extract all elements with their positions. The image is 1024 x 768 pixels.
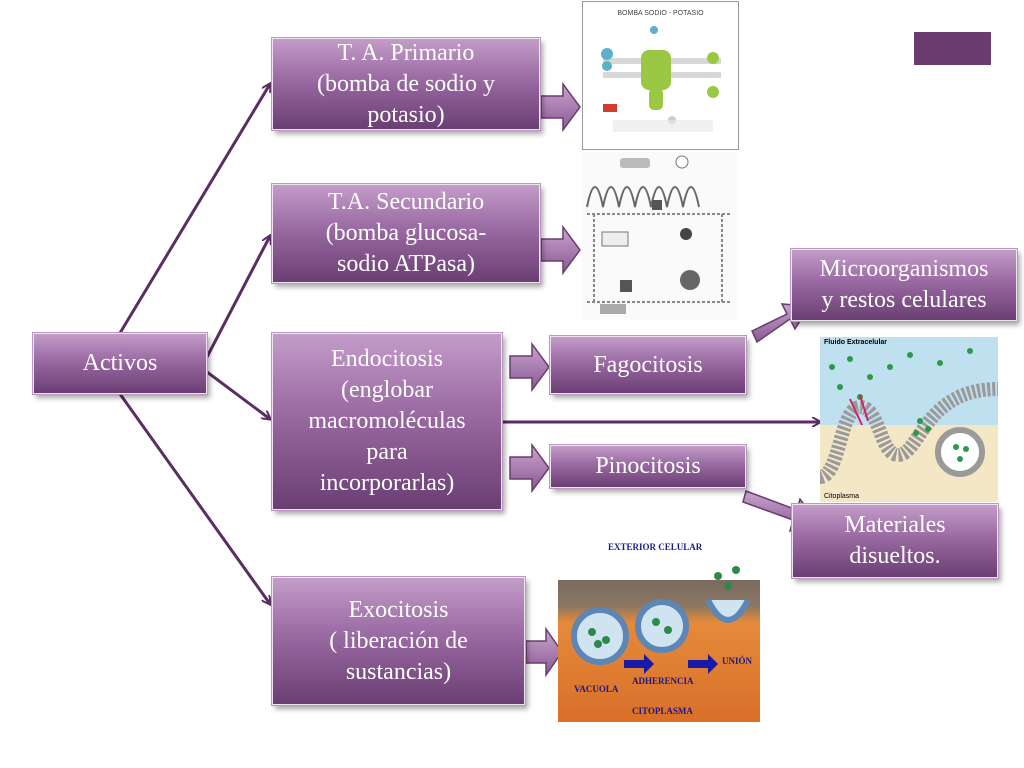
- block-arrow-exocitosis: [525, 626, 563, 678]
- corner-tab: [914, 32, 991, 65]
- block-arrow-fagocitosis: [509, 341, 550, 393]
- sodium-potassium-pump-icon: [601, 26, 721, 132]
- node-secundario: T.A. Secundario (bomba glucosa- sodio AT…: [272, 184, 540, 283]
- fluid-label: Fluido Extracelular: [824, 339, 888, 346]
- cytoplasm-label: Citoplasma: [824, 493, 860, 500]
- vacuola-label: VACUOLA: [574, 684, 619, 694]
- block-arrow-primario: [540, 81, 581, 133]
- node-endocitosis: Endocitosis (englobar macromoléculas par…: [272, 333, 502, 510]
- line-activos-secundario: [205, 236, 270, 358]
- secondary-transport-illustration: [582, 152, 737, 320]
- line-activos-exocitosis: [118, 393, 270, 604]
- endocytosis-illustration: Fluido Extracelular Citoplasma: [820, 337, 998, 502]
- node-exocitosis: Exocitosis ( liberación de sustancias): [272, 577, 525, 705]
- node-primario: T. A. Primario (bomba de sodio y potasio…: [272, 38, 540, 130]
- exterior-label: EXTERIOR CELULAR: [608, 542, 703, 552]
- block-arrow-secundario: [540, 224, 581, 276]
- line-activos-endocitosis: [206, 370, 270, 419]
- exocytosis-illustration: EXTERIOR CELULAR VACUOLA ADHERENCIA UNIÓ…: [558, 540, 760, 722]
- node-fagocitosis: Fagocitosis: [550, 336, 746, 394]
- node-pinocitosis: Pinocitosis: [550, 445, 746, 488]
- pump-title: BOMBA SODIO - POTASIO: [617, 10, 704, 17]
- endocytosis-membrane-icon: [820, 348, 998, 484]
- glucose-sodium-cotransport-icon: [586, 155, 732, 314]
- line-activos-primario: [118, 84, 270, 334]
- exocytosis-vesicle-icon: [571, 566, 751, 674]
- node-microorganismos: Microorganismos y restos celulares: [791, 249, 1017, 321]
- adherencia-label: ADHERENCIA: [632, 676, 694, 686]
- citoplasma-label: CITOPLASMA: [632, 706, 693, 716]
- union-label: UNIÓN: [722, 656, 753, 666]
- node-activos: Activos: [33, 333, 207, 394]
- pump-illustration: BOMBA SODIO - POTASIO: [582, 1, 739, 150]
- block-arrow-pinocitosis: [509, 442, 550, 494]
- node-materiales: Materiales disueltos.: [792, 504, 998, 578]
